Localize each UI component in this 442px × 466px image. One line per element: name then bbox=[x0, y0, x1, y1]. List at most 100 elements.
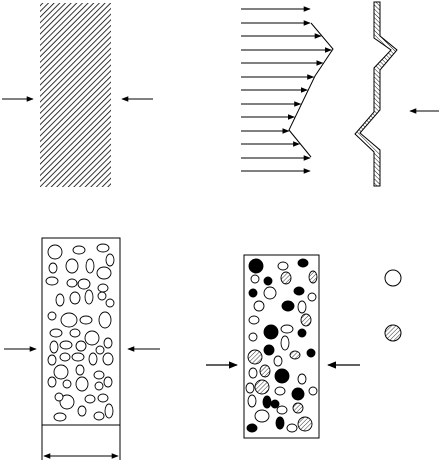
grain bbox=[72, 245, 86, 255]
hatched-slab bbox=[40, 3, 111, 187]
solid-grain bbox=[262, 395, 272, 409]
grain bbox=[96, 266, 112, 280]
specimen-d-grains bbox=[245, 258, 318, 433]
hatched-grain bbox=[247, 349, 263, 365]
grain bbox=[75, 340, 87, 352]
grain bbox=[105, 298, 115, 308]
hatched-circle-icon bbox=[384, 324, 402, 342]
grain bbox=[59, 394, 75, 410]
hatched-grain bbox=[297, 416, 313, 432]
hatched-grain bbox=[292, 402, 304, 414]
velocity-profile-envelope bbox=[288, 22, 334, 158]
solid-grain bbox=[274, 368, 290, 384]
grain bbox=[85, 258, 95, 274]
grain bbox=[47, 244, 63, 260]
grain bbox=[88, 352, 98, 366]
grain bbox=[77, 278, 91, 290]
grain bbox=[75, 364, 85, 376]
grain bbox=[84, 394, 96, 404]
open-grain bbox=[247, 394, 257, 408]
grain bbox=[59, 340, 73, 350]
grain bbox=[79, 315, 93, 325]
grain bbox=[96, 243, 110, 253]
hatched-grain bbox=[308, 270, 318, 284]
solid-grain bbox=[293, 286, 305, 296]
grain bbox=[48, 262, 58, 274]
grain bbox=[66, 278, 78, 288]
grain bbox=[71, 352, 85, 362]
grain bbox=[98, 311, 112, 329]
open-grain bbox=[286, 423, 298, 433]
panel-b bbox=[241, 1, 439, 187]
grain bbox=[69, 328, 81, 338]
grain bbox=[54, 392, 64, 402]
hatched-grain bbox=[259, 364, 271, 378]
grain bbox=[49, 340, 59, 354]
solid-grain bbox=[263, 324, 279, 340]
solid-grain bbox=[246, 423, 258, 433]
hatched-grain bbox=[300, 313, 312, 327]
grain bbox=[49, 328, 63, 338]
open-grain bbox=[273, 355, 283, 367]
grain bbox=[59, 352, 71, 362]
open-grain bbox=[248, 332, 258, 342]
grain bbox=[104, 403, 114, 419]
open-grain bbox=[280, 324, 294, 334]
open-grain bbox=[263, 286, 277, 300]
grain bbox=[47, 376, 57, 388]
solid-grain bbox=[297, 328, 307, 338]
open-grain bbox=[248, 315, 260, 325]
grain bbox=[69, 291, 81, 305]
specimen-c-grains bbox=[45, 243, 115, 422]
grain bbox=[47, 311, 57, 321]
solid-grain bbox=[248, 258, 264, 274]
grain bbox=[47, 354, 57, 366]
flow-arrows bbox=[241, 6, 333, 174]
open-grain bbox=[248, 367, 258, 379]
open-grain bbox=[297, 373, 307, 385]
grain bbox=[75, 376, 89, 392]
open-grain bbox=[245, 382, 255, 394]
solid-grain bbox=[270, 399, 280, 409]
grain bbox=[53, 364, 69, 380]
solid-grain bbox=[263, 276, 273, 286]
grain bbox=[97, 291, 107, 301]
grain bbox=[97, 283, 109, 293]
grain bbox=[55, 293, 65, 307]
panel-c bbox=[4, 237, 160, 460]
grain bbox=[94, 381, 104, 391]
grain bbox=[65, 258, 79, 274]
grain bbox=[95, 345, 105, 355]
open-grain bbox=[250, 274, 260, 284]
panel-d bbox=[206, 254, 402, 439]
grain bbox=[45, 276, 59, 286]
solid-grain bbox=[275, 416, 285, 430]
grain bbox=[53, 412, 67, 422]
grain bbox=[93, 370, 105, 380]
open-circle-icon bbox=[384, 269, 402, 287]
open-grain bbox=[277, 261, 289, 271]
open-grain bbox=[253, 300, 265, 312]
grain bbox=[103, 376, 113, 388]
grain bbox=[103, 337, 113, 349]
open-grain bbox=[280, 335, 290, 351]
solid-grain bbox=[306, 348, 316, 358]
grain bbox=[62, 379, 72, 389]
grain bbox=[84, 289, 94, 305]
grain bbox=[93, 411, 105, 421]
grain bbox=[77, 405, 87, 417]
grain bbox=[84, 330, 100, 346]
grain bbox=[60, 312, 78, 328]
open-grain bbox=[254, 409, 270, 423]
grain bbox=[97, 393, 109, 403]
hatched-grain bbox=[280, 271, 292, 285]
hatched-grain bbox=[289, 350, 301, 360]
open-grain bbox=[297, 300, 307, 314]
grain bbox=[102, 352, 114, 366]
open-grain bbox=[276, 405, 288, 415]
hatched-grain bbox=[254, 379, 270, 395]
solid-grain bbox=[281, 300, 295, 312]
open-grain bbox=[308, 386, 318, 396]
